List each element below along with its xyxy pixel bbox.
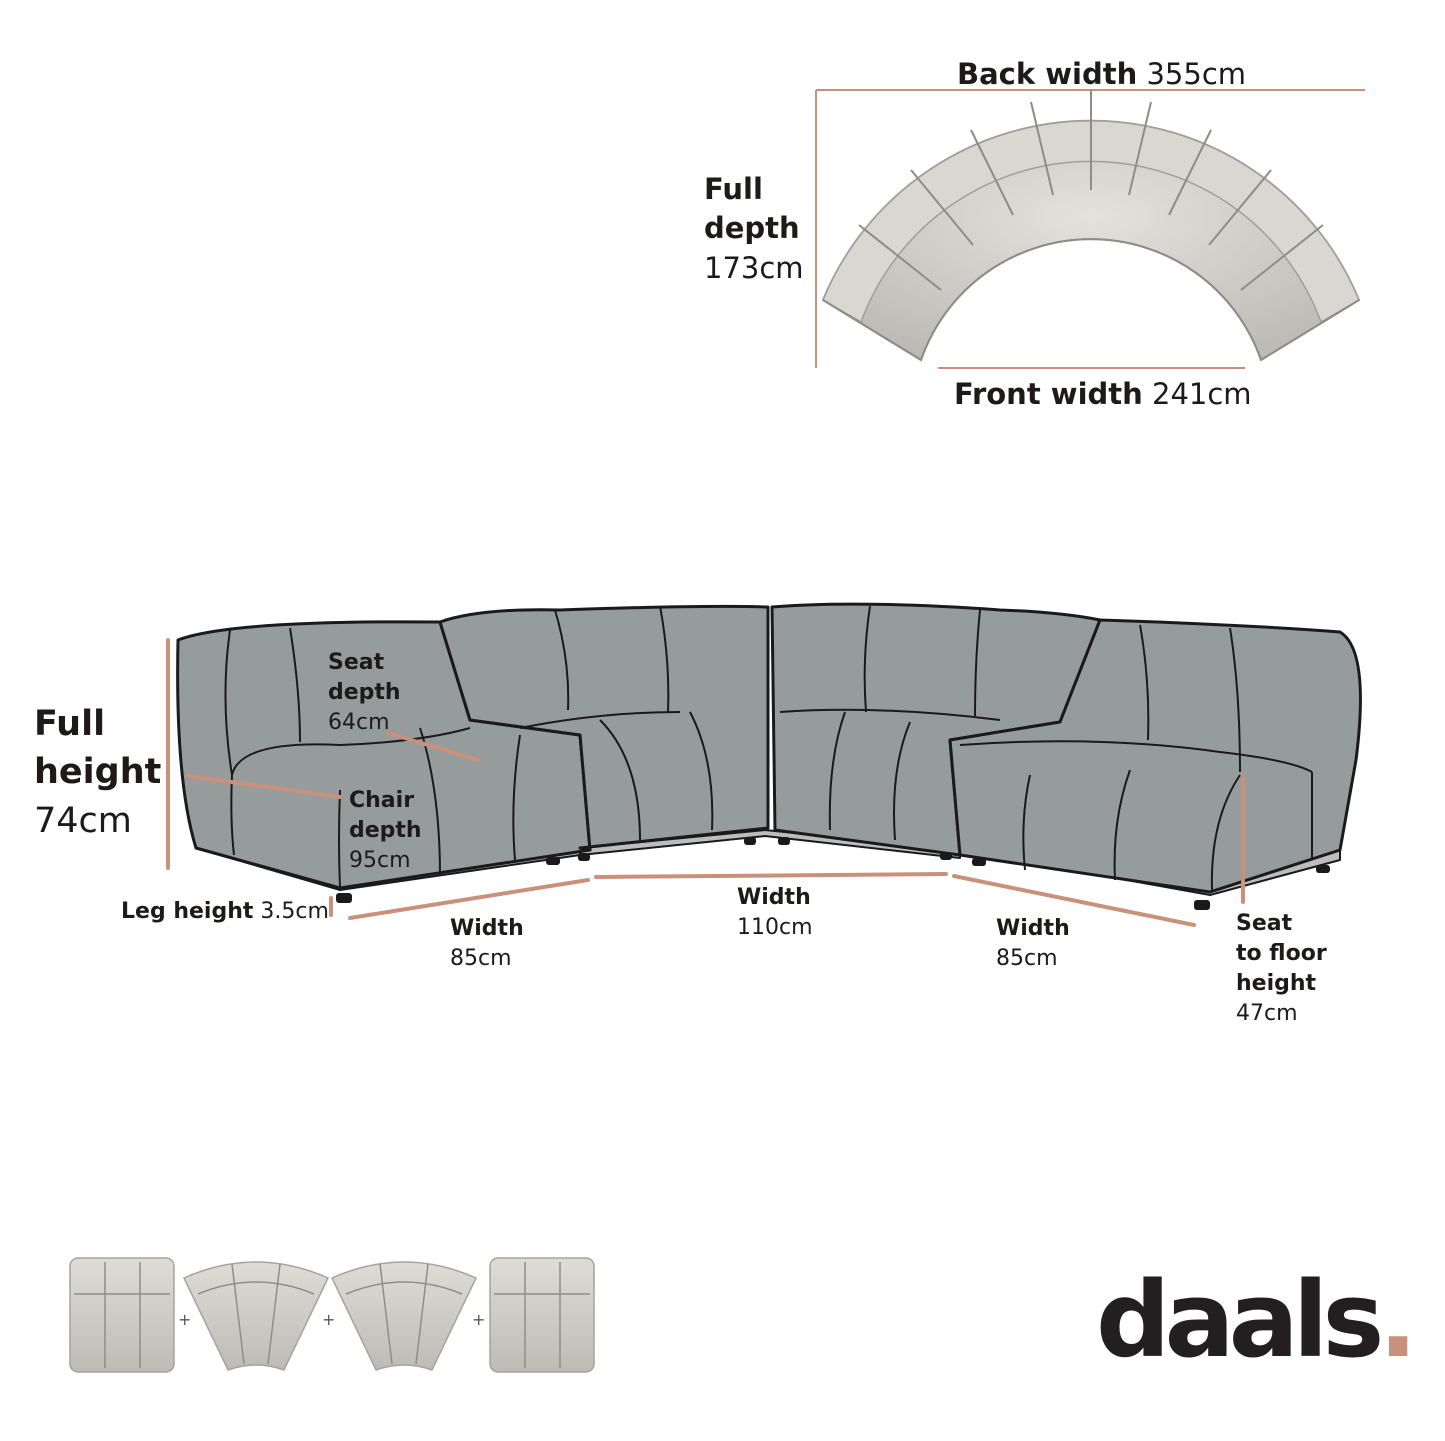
leg-height-title: Leg height xyxy=(121,899,254,924)
chair-depth-label: Chair depth 95cm xyxy=(349,786,422,876)
width-left-title: Width xyxy=(450,916,524,941)
leg-height-value: 3.5cm xyxy=(260,899,329,924)
plus-sign-2: + xyxy=(322,1310,336,1329)
back-width-value: 355cm xyxy=(1146,57,1247,91)
module-corner-2 xyxy=(330,1261,478,1371)
daals-logo: daals. xyxy=(1096,1268,1418,1372)
top-view-diagram xyxy=(815,89,1365,369)
front-width-label: Front width 241cm xyxy=(954,375,1252,414)
full-depth-value: 173cm xyxy=(704,250,804,285)
logo-text: daals xyxy=(1096,1259,1384,1381)
front-width-value: 241cm xyxy=(1152,377,1252,411)
full-depth-line2: depth xyxy=(704,211,800,246)
seat-to-floor-label: Seat to floor height 47cm xyxy=(1236,909,1327,1029)
front-view-feet xyxy=(336,837,1330,910)
full-depth-line1: Full xyxy=(704,172,763,206)
plus-sign-3: + xyxy=(472,1310,486,1329)
back-width-label: Back width 355cm xyxy=(957,55,1246,94)
width-middle-title: Width xyxy=(737,885,811,910)
full-depth-label: Full depth 173cm xyxy=(704,170,804,288)
seat-depth-line2: depth xyxy=(328,679,401,705)
width-left-label: Width 85cm xyxy=(450,914,524,974)
seat-depth-label: Seat depth 64cm xyxy=(328,648,401,738)
front-width-title: Front width xyxy=(954,377,1143,411)
width-middle-label: Width 110cm xyxy=(737,883,813,943)
chair-depth-line2: depth xyxy=(349,817,422,843)
chair-depth-value: 95cm xyxy=(349,847,411,873)
width-middle-value: 110cm xyxy=(737,914,813,940)
seat-to-floor-value: 47cm xyxy=(1236,1000,1298,1026)
module-straight-left xyxy=(69,1257,175,1373)
seat-to-floor-line3: height xyxy=(1236,970,1317,996)
plus-sign-1: + xyxy=(178,1310,192,1329)
seat-to-floor-line1: Seat xyxy=(1236,911,1293,936)
width-right-label: Width 85cm xyxy=(996,914,1070,974)
full-height-line2: height xyxy=(34,752,162,793)
width-right-value: 85cm xyxy=(996,945,1058,971)
seat-to-floor-line2: to floor xyxy=(1236,940,1327,966)
logo-dot: . xyxy=(1378,1259,1417,1381)
full-height-label: Full height 74cm xyxy=(34,700,161,845)
back-width-title: Back width xyxy=(957,57,1138,91)
seat-depth-line1: Seat xyxy=(328,650,385,675)
leg-height-label: Leg height 3.5cm xyxy=(121,897,329,927)
chair-depth-line1: Chair xyxy=(349,788,415,813)
full-height-value: 74cm xyxy=(34,800,132,841)
module-corner-1 xyxy=(182,1261,330,1371)
top-view-sofa xyxy=(821,90,1361,362)
width-left-value: 85cm xyxy=(450,945,512,971)
width-right-title: Width xyxy=(996,916,1070,941)
module-straight-right xyxy=(489,1257,595,1373)
full-height-line1: Full xyxy=(34,704,106,744)
seat-depth-value: 64cm xyxy=(328,709,390,735)
